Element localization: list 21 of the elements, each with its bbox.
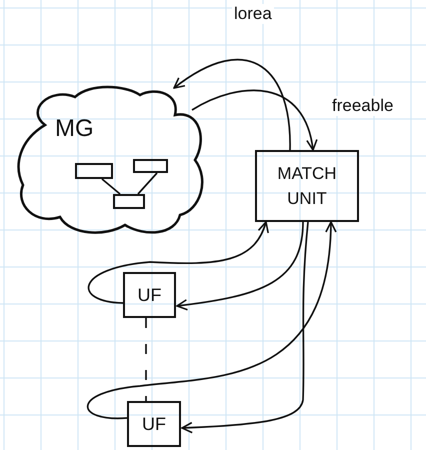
edge-label: lorea: [232, 4, 274, 24]
node-label: UF: [136, 284, 162, 306]
node-label: UF: [141, 412, 167, 436]
connector-line: [137, 172, 158, 195]
arrow: [87, 221, 336, 420]
connector-line: [145, 318, 147, 401]
small-box: [133, 159, 168, 173]
edge-label: freeable: [330, 96, 396, 116]
process-box: [255, 150, 359, 222]
arrow: [88, 221, 268, 304]
arrow: [192, 90, 317, 151]
node-label: MG: [55, 115, 94, 143]
node-label: MATCH UNIT: [276, 162, 338, 210]
connector-line: [101, 178, 121, 195]
arrow: [173, 58, 291, 150]
arrow: [176, 222, 304, 310]
arrow: [181, 222, 309, 434]
process-box: [127, 401, 181, 447]
small-box: [75, 163, 113, 179]
small-box: [113, 194, 145, 209]
process-box: [123, 272, 176, 318]
